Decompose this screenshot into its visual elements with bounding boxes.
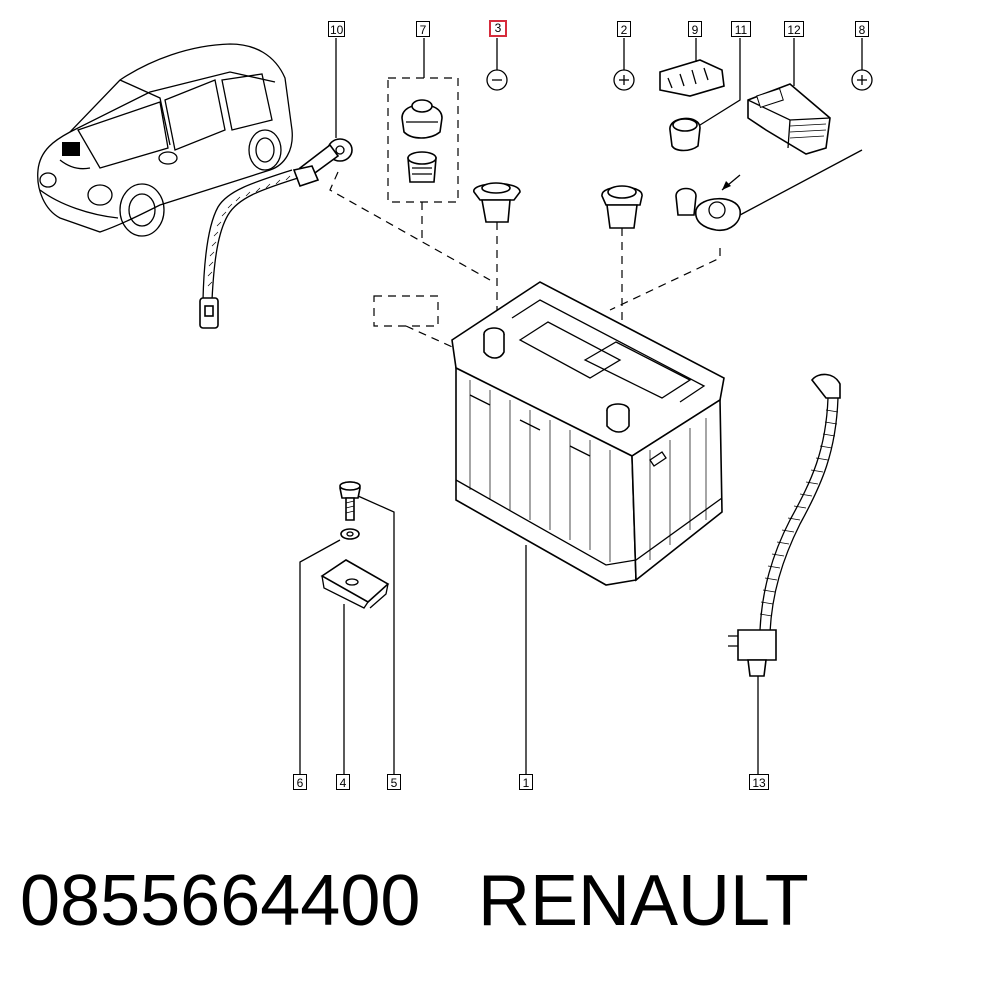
callout-5[interactable]: 5 [387, 774, 401, 790]
negative-cable-illustration [199, 138, 353, 329]
positive-terminal-illustration [601, 38, 643, 229]
negative-terminal-illustration [473, 38, 521, 223]
callout-11[interactable]: 11 [731, 21, 751, 37]
brand-name-text: RENAULT [478, 861, 809, 941]
hold-down-hardware-illustration [299, 481, 395, 776]
clamp-assembly-illustration [659, 38, 873, 232]
callout-4[interactable]: 4 [336, 774, 350, 790]
terminal-cover-illustration [387, 77, 459, 203]
callout-6[interactable]: 6 [293, 774, 307, 790]
callout-10[interactable]: 10 [328, 21, 346, 37]
callout-7[interactable]: 7 [416, 21, 430, 37]
callout-12[interactable]: 12 [784, 21, 804, 37]
callout-3-highlighted[interactable]: 3 [489, 20, 507, 37]
terminal-protector-illustration [747, 38, 831, 155]
callout-2[interactable]: 2 [617, 21, 631, 37]
callout-9[interactable]: 9 [688, 21, 702, 37]
battery-illustration [451, 281, 725, 776]
car-illustration [37, 43, 293, 237]
positive-cable-illustration [728, 373, 841, 776]
part-number-text: 0855664400 [20, 861, 421, 941]
callout-8[interactable]: 8 [855, 21, 869, 37]
callout-1[interactable]: 1 [519, 774, 533, 790]
leader-lines [335, 38, 425, 138]
callout-13[interactable]: 13 [749, 774, 769, 790]
